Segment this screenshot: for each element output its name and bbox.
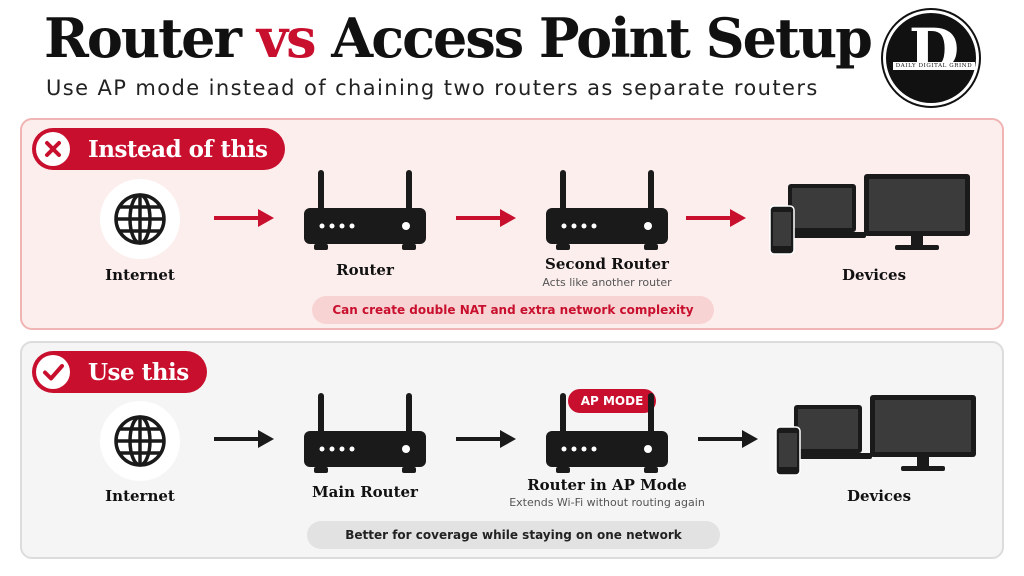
title-part-access-point: Access Point Setup [314,6,873,70]
title-part-router: Router [44,6,257,70]
internet-label: Internet [105,487,175,505]
logo-brand-text: DAILY DIGITAL GRIND [886,62,982,70]
instead-of-this-panel: Instead of this Internet Router [20,118,1004,330]
router-icon [304,393,426,473]
heading-text: Instead of this [88,135,268,163]
internet-label: Internet [105,266,175,284]
arrow-right-icon [214,209,274,227]
page-title: Router vs Access Point Setup [44,6,873,70]
use-this-panel: Use this Internet Main Router AP MODE [20,341,1004,559]
router-icon [546,393,668,473]
title-vs: vs [256,6,317,70]
arrow-right-icon [214,430,274,448]
arrow-right-icon [456,209,516,227]
arrow-right-icon [686,209,746,227]
devices-icon [769,174,970,255]
second-router-label: Second Router [545,255,669,273]
router-label: Router [336,261,394,279]
check-mark-icon [36,355,70,389]
devices-label: Devices [846,487,912,505]
globe-icon [100,179,180,259]
brand-logo: D DAILY DIGITAL GRIND [883,10,979,106]
logo-letter: D [908,16,960,84]
ap-router-sublabel: Extends Wi-Fi without routing again [509,496,705,509]
page-subtitle: Use AP mode instead of chaining two rout… [46,76,819,100]
instead-of-this-heading: Instead of this [32,128,286,170]
arrow-right-icon [698,430,758,448]
arrow-right-icon [456,430,516,448]
main-router-label: Main Router [312,483,418,501]
use-this-heading: Use this [32,351,207,393]
devices-icon [775,395,976,476]
ap-mode-badge: AP MODE [568,389,656,413]
benefit-note: Better for coverage while staying on one… [307,521,720,549]
devices-label: Devices [841,266,907,284]
heading-text: Use this [88,358,189,386]
warning-note: Can create double NAT and extra network … [312,296,714,324]
router-icon [546,170,668,250]
second-router-sublabel: Acts like another router [542,276,672,289]
globe-icon [100,401,180,481]
router-icon [304,170,426,250]
ap-router-label: Router in AP Mode [527,476,687,494]
x-mark-icon [36,132,70,166]
